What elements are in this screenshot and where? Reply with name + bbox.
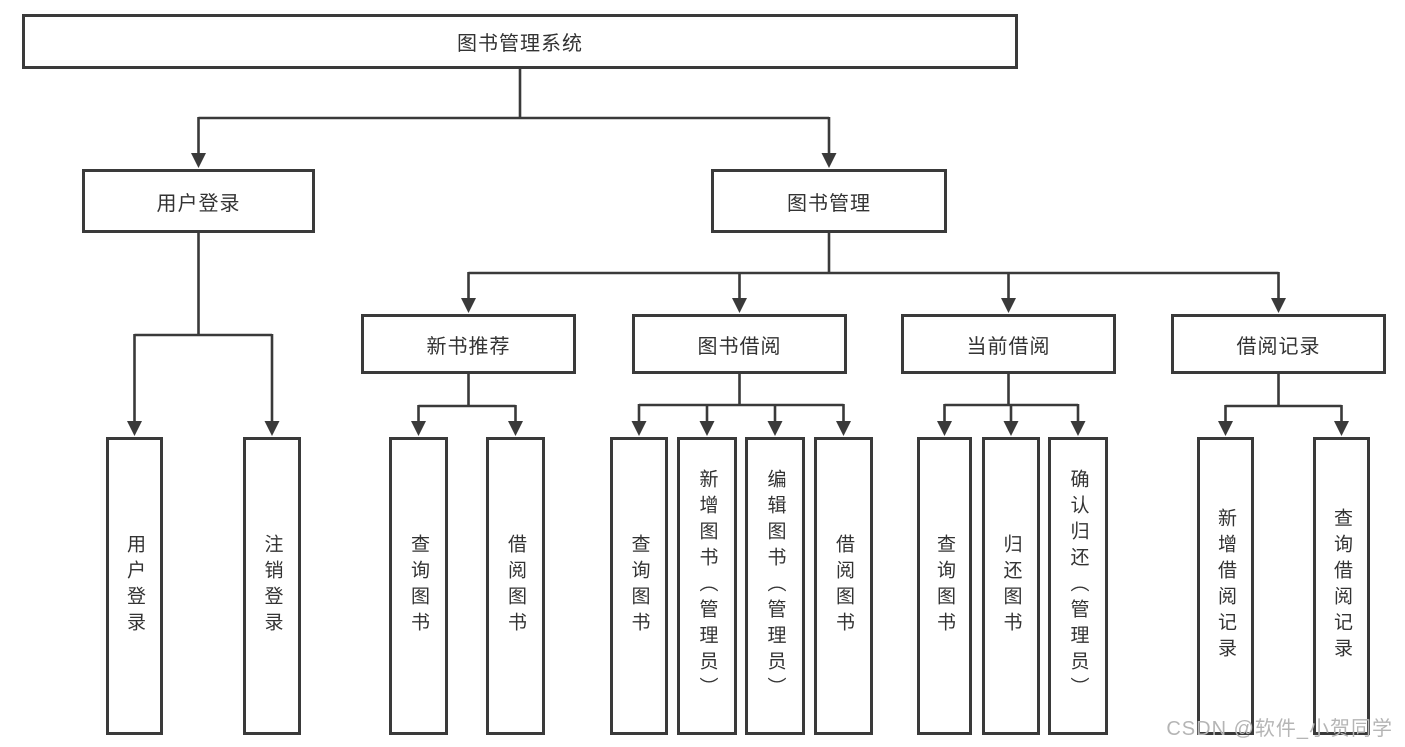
leaf-label: 查询借阅记录 xyxy=(1331,508,1352,664)
leaf-query-borrow-record: 查询借阅记录 xyxy=(1313,437,1370,735)
csdn-watermark: CSDN @软件_小贺同学 xyxy=(1166,718,1393,740)
node-borrow-records: 借阅记录 xyxy=(1171,314,1386,374)
leaf-label: 新增借阅记录 xyxy=(1215,508,1236,664)
leaf-label: 新增图书（管理员） xyxy=(696,469,718,703)
node-new-book-recommend: 新书推荐 xyxy=(361,314,576,374)
node-book-borrow: 图书借阅 xyxy=(632,314,847,374)
leaf-label: 注销登录 xyxy=(261,534,283,638)
leaf-logout: 注销登录 xyxy=(243,437,301,735)
leaf-return-books: 归还图书 xyxy=(982,437,1040,735)
node-book-management: 图书管理 xyxy=(711,169,947,233)
leaf-label: 查询图书 xyxy=(934,534,955,638)
leaf-borrow-books-2: 借阅图书 xyxy=(814,437,873,735)
leaf-label: 编辑图书（管理员） xyxy=(764,469,786,703)
node-user-login: 用户登录 xyxy=(82,169,315,233)
leaf-edit-books-admin: 编辑图书（管理员） xyxy=(745,437,805,735)
leaf-user-login: 用户登录 xyxy=(106,437,163,735)
leaf-query-books-2: 查询图书 xyxy=(610,437,668,735)
leaf-label: 借阅图书 xyxy=(833,534,854,638)
leaf-label: 查询图书 xyxy=(628,534,650,638)
leaf-label: 确认归还（管理员） xyxy=(1067,469,1089,703)
leaf-add-books-admin: 新增图书（管理员） xyxy=(677,437,737,735)
node-root-system: 图书管理系统 xyxy=(22,14,1018,69)
leaf-borrow-books-1: 借阅图书 xyxy=(486,437,545,735)
leaf-query-books-1: 查询图书 xyxy=(389,437,448,735)
leaf-query-books-3: 查询图书 xyxy=(917,437,972,735)
leaf-confirm-return-admin: 确认归还（管理员） xyxy=(1048,437,1108,735)
node-current-borrow: 当前借阅 xyxy=(901,314,1116,374)
leaf-label: 借阅图书 xyxy=(505,534,526,638)
leaf-label: 查询图书 xyxy=(408,534,429,638)
leaf-label: 用户登录 xyxy=(124,534,145,638)
leaf-label: 归还图书 xyxy=(1000,534,1022,638)
leaf-add-borrow-record: 新增借阅记录 xyxy=(1197,437,1254,735)
